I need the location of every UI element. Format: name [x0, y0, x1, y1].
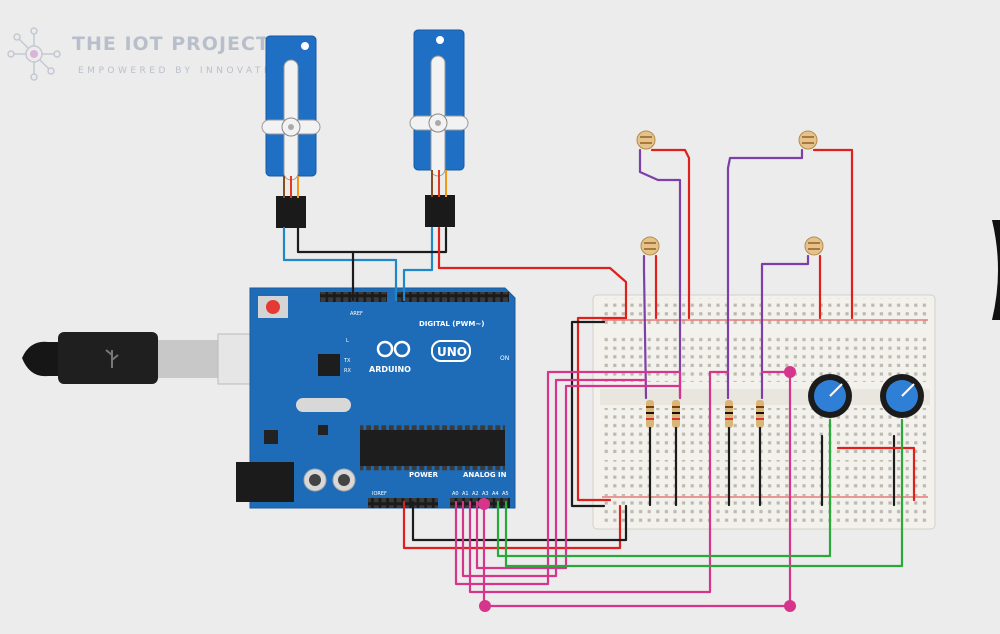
power-pin-ioref: IOREF [372, 491, 387, 497]
wire-a3 [475, 384, 682, 570]
wire-a4-pot1 [496, 418, 832, 558]
digital-header-label: DIGITAL (PWM~) [419, 320, 484, 328]
logo-tagline: EMPOWERED BY INNOVATION [78, 66, 291, 76]
resistor-1 [646, 400, 654, 428]
arduino-model-label: UNO [437, 345, 467, 359]
analog-pin-a0: A0 [452, 491, 459, 497]
wire-rail-red [576, 316, 628, 502]
wire-a1 [461, 378, 648, 578]
wire-ldr4-signal [760, 254, 810, 400]
wire-servo1-ground [296, 226, 355, 302]
potentiometer-2 [880, 374, 924, 418]
wire-servo-power [437, 226, 628, 320]
ldr-sensor-2 [798, 130, 818, 150]
wire-a5-pot2 [504, 418, 904, 568]
analog-pin-a1: A1 [462, 491, 469, 497]
arduino-infinity-logo-icon [376, 340, 411, 358]
wire-arduino-5v [402, 500, 622, 550]
l-led-label: L [346, 338, 349, 344]
junction-dot [784, 366, 796, 378]
wire-arduino-gnd [411, 500, 628, 542]
ldr-sensor-1 [636, 130, 656, 150]
aref-label: AREF [350, 311, 363, 317]
resistor-4 [756, 400, 764, 428]
analog-pin-a5: A5 [502, 491, 509, 497]
wire-a0 [454, 370, 682, 586]
wire-servo2-ground [351, 226, 448, 254]
analog-pin-a4: A4 [492, 491, 499, 497]
servo-motor-1 [261, 35, 321, 228]
power-header-label: POWER [409, 471, 439, 479]
junction-dot [784, 600, 796, 612]
junction-dot [479, 600, 491, 612]
analog-header-label: ANALOG IN [463, 471, 507, 479]
usb-cable [22, 332, 289, 385]
logo-title: THE IOT PROJECTS [72, 33, 285, 55]
resistor-2 [672, 400, 680, 428]
on-led-label: ON [500, 355, 509, 362]
wire-ldr2-signal [726, 148, 804, 400]
usb-icon [105, 349, 119, 368]
tx-label: TX [343, 358, 351, 364]
wire-a2 [468, 370, 730, 594]
analog-pin-a2: A2 [472, 491, 479, 497]
resistor-3 [725, 400, 733, 428]
ldr-sensor-3 [640, 236, 660, 256]
wire-servo2-signal [402, 226, 434, 302]
wire-servo1-signal [282, 226, 398, 302]
wire-ldr1-vcc [650, 148, 691, 320]
potentiometer-1 [808, 374, 852, 418]
wire-rail-black [570, 320, 606, 508]
rx-label: RX [344, 368, 351, 374]
servo-motor-2 [409, 29, 469, 227]
edge-shadow [992, 220, 1000, 320]
iot-network-logo-icon [4, 24, 64, 84]
wire-ldr3-signal [642, 254, 648, 400]
wire-pot-vcc [836, 446, 916, 502]
wire-ldr1-signal [638, 148, 682, 400]
wire-ldr2-vcc [812, 148, 854, 320]
analog-pin-a3: A3 [482, 491, 489, 497]
junction-dot [478, 498, 490, 510]
arduino-brand-label: ARDUINO [369, 365, 411, 374]
ldr-sensor-4 [804, 236, 824, 256]
